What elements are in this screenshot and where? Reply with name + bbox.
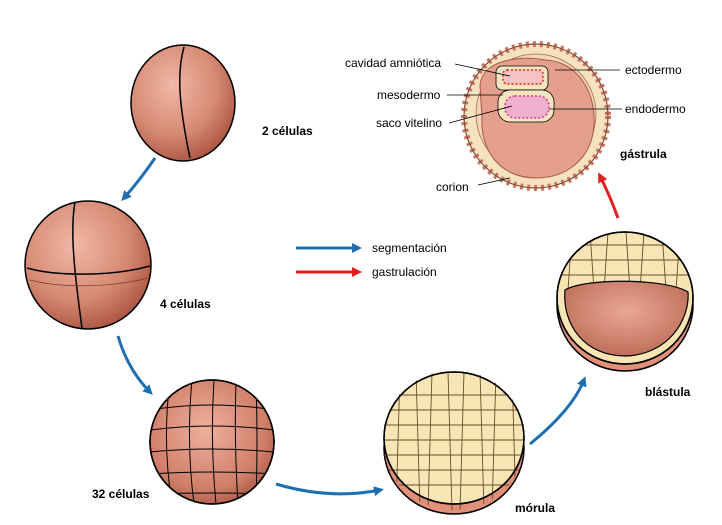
morula-embryo: [383, 371, 525, 515]
label-morula: mórula: [515, 501, 555, 515]
gastrula-callouts: [447, 63, 622, 186]
segmentation-arrows: [116, 157, 587, 497]
arrow-4-to-32: [116, 335, 153, 395]
label-blastula: blástula: [645, 385, 691, 399]
label-four-cells: 4 células: [160, 297, 211, 311]
label-endoderm: endodermo: [625, 102, 686, 116]
legend-segmentation-label: segmentación: [372, 241, 447, 255]
label-gastrula: gástrula: [620, 147, 667, 161]
legend-gastrulation-label: gastrulación: [372, 265, 437, 279]
leader-chorion: [477, 177, 511, 186]
legend: segmentación gastrulación: [296, 241, 447, 279]
arrow-32-to-morula: [275, 482, 384, 497]
thirtytwo-cell-embryo: [149, 379, 275, 505]
gastrula-embryo: [461, 41, 611, 191]
label-mesoderm: mesodermo: [377, 88, 441, 102]
leader-amniotic-cavity: [454, 63, 511, 77]
label-thirtytwo-cells: 32 células: [92, 487, 150, 501]
blastula-embryo: [556, 231, 694, 372]
leader-yolk-sac: [448, 105, 513, 124]
four-cell-embryo: [24, 200, 152, 330]
label-two-cells: 2 células: [262, 124, 313, 138]
arrow-blastula-to-gastrula: [598, 172, 620, 219]
label-yolk-sac: saco vitelino: [376, 116, 442, 130]
label-chorion: corion: [436, 180, 469, 194]
arrow-morula-to-blastula: [529, 376, 587, 446]
label-amniotic-cavity: cavidad amniótica: [345, 56, 441, 70]
arrow-2-to-4: [121, 157, 157, 201]
two-cell-embryo: [130, 44, 236, 162]
label-ectoderm: ectodermo: [625, 63, 682, 77]
